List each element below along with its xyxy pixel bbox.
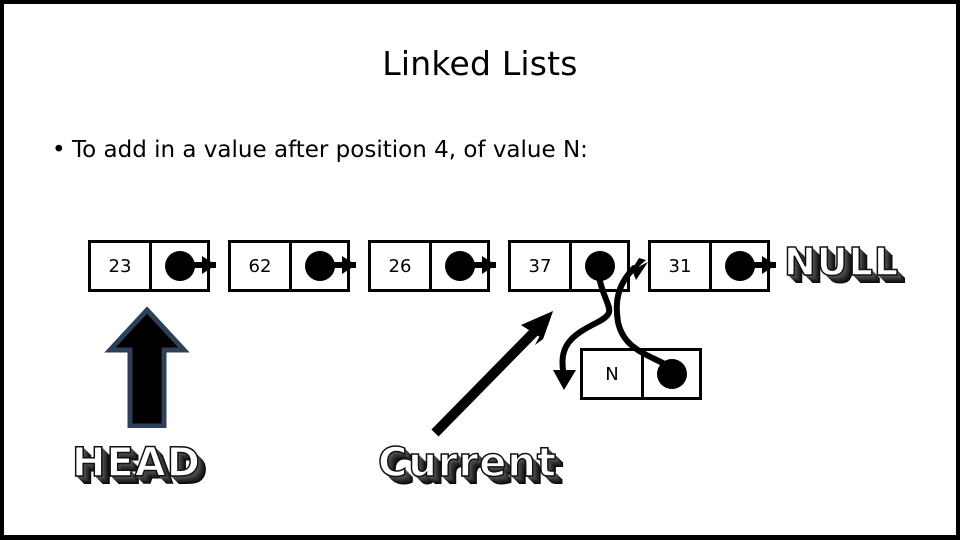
curve-n-to-31: [613, 265, 675, 371]
link-arrow-shaft-2: [448, 262, 496, 268]
bullet-text: To add in a value after position 4, of v…: [72, 137, 588, 163]
slide-border-bottom: [0, 535, 960, 540]
slide-border-top: [0, 0, 960, 4]
head-label: HEAD: [71, 439, 201, 487]
link-arrow-head-4: [762, 256, 776, 274]
link-arrow-head-0: [202, 256, 216, 274]
link-arrow-head-1: [342, 256, 356, 274]
head-block-arrow-icon: [104, 306, 190, 429]
link-arrow-head-2: [482, 256, 496, 274]
link-arrow-shaft-4: [728, 262, 776, 268]
new-node-value: N: [605, 363, 619, 385]
new-node-pointer-cell: [641, 351, 699, 397]
page-title: Linked Lists: [382, 44, 578, 83]
null-terminator-label: NULL: [783, 239, 900, 285]
bullet-marker-icon: •: [52, 137, 66, 163]
current-pointer-arrow-icon: [425, 305, 575, 440]
bullet-line: •To add in a value after position 4, of …: [52, 133, 912, 167]
link-arrow-shaft-1: [308, 262, 356, 268]
node-value-2: 26: [388, 255, 412, 277]
slide-border-left: [0, 0, 4, 540]
slide-border-right: [956, 0, 960, 540]
curve-37-to-n-arrowhead: [553, 370, 576, 390]
curve-37-to-n: [559, 269, 613, 379]
curve-n-to-31-arrowhead-fill: [632, 262, 648, 280]
node-value-1: 62: [248, 255, 272, 277]
node-value-0: 23: [108, 255, 132, 277]
current-label: Current: [377, 439, 558, 487]
insertion-curve-layer: [520, 250, 740, 410]
link-arrow-shaft-0: [168, 262, 216, 268]
curve-n-to-31-arrowhead: [628, 258, 646, 276]
node-value-3: 37: [528, 255, 552, 277]
node-value-4: 31: [668, 255, 692, 277]
